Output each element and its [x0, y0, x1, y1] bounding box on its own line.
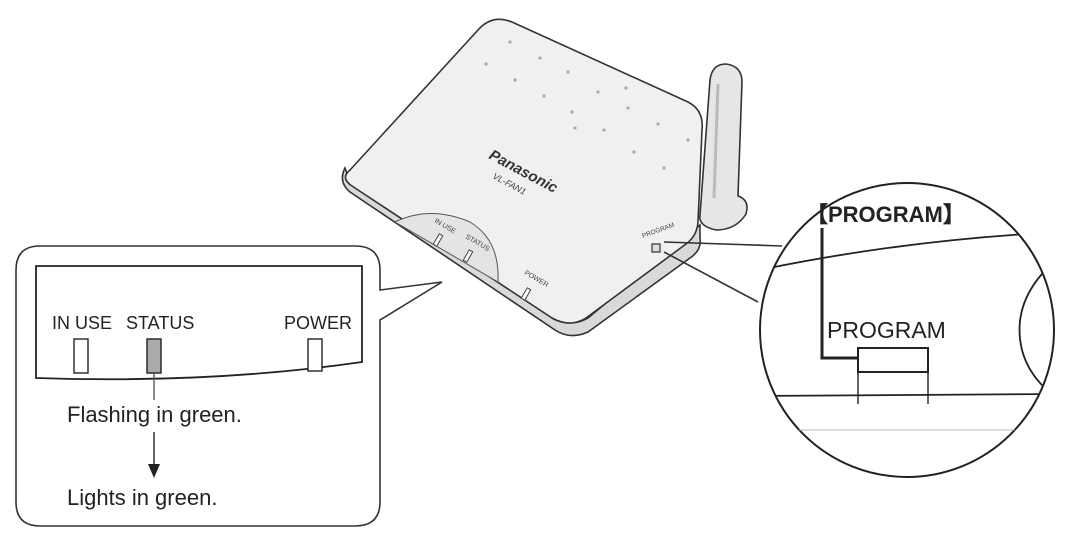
- program-zoom-detail: [760, 231, 1054, 431]
- status-after-text: Lights in green.: [67, 485, 217, 510]
- led-panel: [35, 265, 363, 381]
- label-power: POWER: [284, 313, 352, 333]
- indicator-panel: [393, 213, 499, 283]
- zoom-housing-curve: [1018, 259, 1054, 401]
- body-led-in-use: [432, 233, 444, 247]
- program-callout: PROGRAM 【PROGRAM】: [663, 182, 1055, 478]
- antenna-highlight: [712, 83, 720, 199]
- program-leader-line: [820, 228, 858, 360]
- device-top-face: [344, 18, 704, 324]
- zoom-program-label: PROGRAM: [827, 317, 946, 343]
- led-status: [146, 338, 162, 374]
- body-program-button[interactable]: [651, 243, 661, 253]
- led-in-use: [73, 338, 89, 374]
- program-connector-bottom: [663, 251, 759, 303]
- body-led-power: [520, 287, 532, 301]
- body-led-status: [462, 249, 474, 263]
- label-status: STATUS: [126, 313, 194, 333]
- program-title: 【PROGRAM】: [806, 202, 965, 227]
- transition-arrow-head: [148, 464, 160, 478]
- label-in-use: IN USE: [52, 313, 112, 333]
- device: Panasonic VL-FAN1 IN USE STATUS POWER PR…: [341, 18, 748, 337]
- led-callout: IN USE STATUS POWER Flashing in green. L…: [15, 245, 443, 527]
- status-before-text: Flashing in green.: [67, 402, 242, 427]
- zoom-housing-top-edge: [760, 231, 1054, 273]
- led-power: [307, 338, 323, 372]
- vent-dots: [484, 40, 690, 170]
- zoom-button-recess: [857, 372, 929, 404]
- zoom-housing-bottom-edge: [760, 393, 1054, 397]
- antenna: [699, 63, 748, 231]
- program-connector-top: [663, 241, 783, 247]
- zoom-program-button[interactable]: [857, 347, 929, 373]
